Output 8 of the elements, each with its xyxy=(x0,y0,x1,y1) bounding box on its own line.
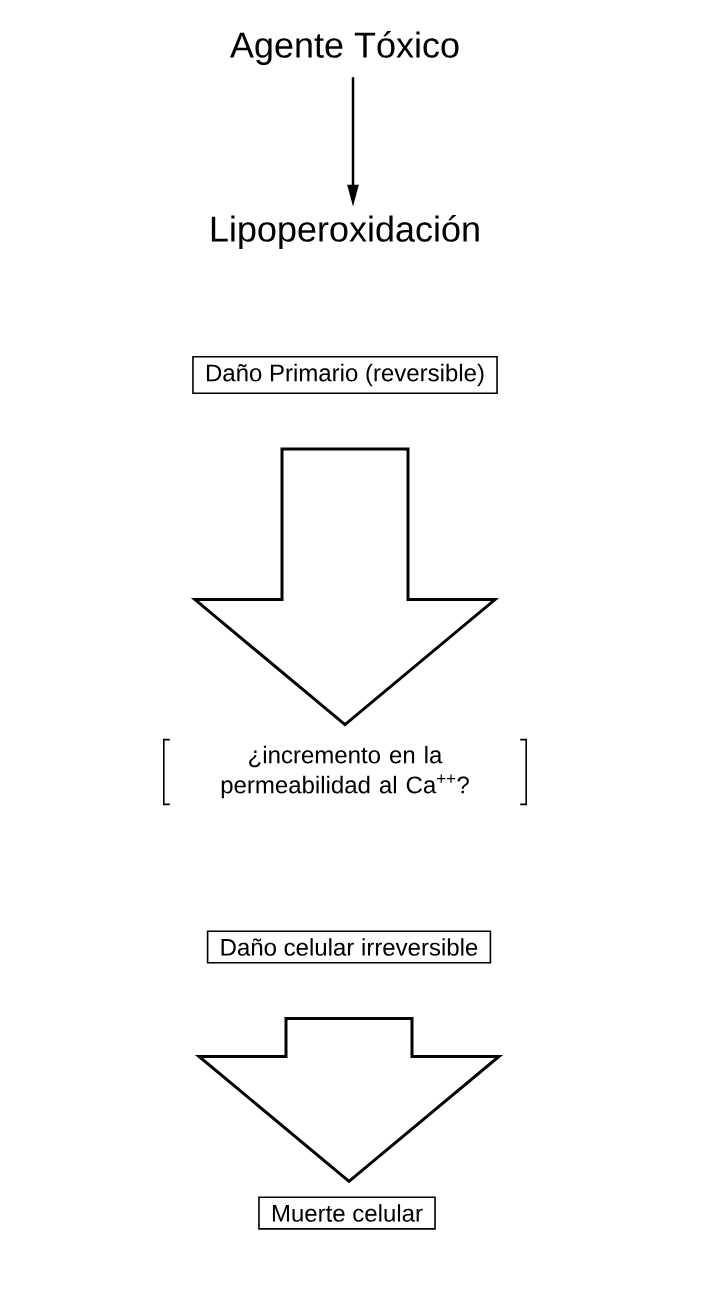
process-box: Daño celular irreversible xyxy=(206,930,492,964)
block-arrow xyxy=(194,1017,504,1184)
process-box: Muerte celular xyxy=(258,1196,436,1230)
process-box: Daño Primario (reversible) xyxy=(192,356,498,394)
bracketed-note: ¿incremento en la permeabilidad al Ca$^{++}$? xyxy=(163,738,527,806)
heading-text: Lipoperoxidación xyxy=(211,215,479,249)
block-arrow xyxy=(190,447,500,727)
heading-text: Agente Tóxico xyxy=(230,31,459,65)
